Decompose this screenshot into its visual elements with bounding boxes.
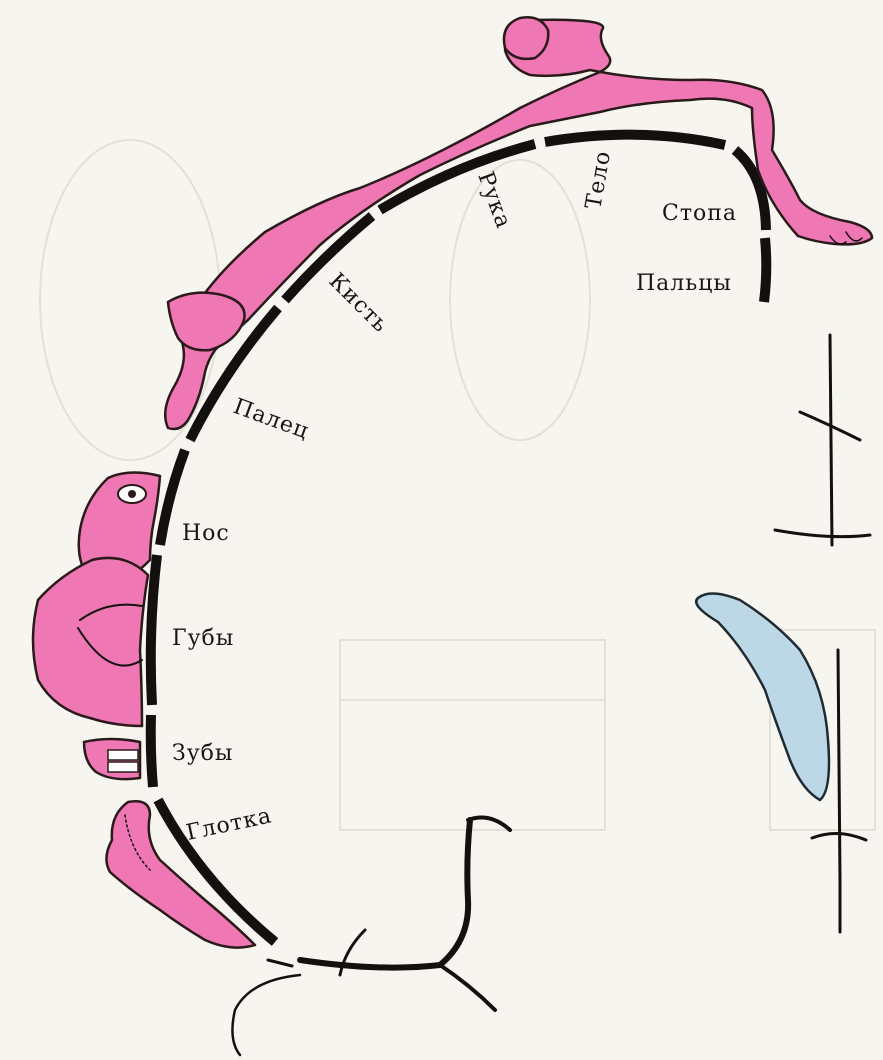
arc-segment-guby [151,555,157,705]
label-paltsy: Пальцы [636,271,732,296]
label-telo: Тело [581,149,616,211]
midline-upper [830,335,832,545]
lateral-ventricle [696,593,829,800]
label-kist: Кисть [324,269,393,338]
hand [168,293,245,351]
label-stopa: Стопа [662,201,737,226]
tract-arrow [268,960,292,966]
right-neuron [775,335,870,932]
homunculus-face [33,472,160,726]
label-palets: Палец [230,394,312,444]
label-nos: Нос [182,521,230,546]
head [504,17,548,59]
lower-teeth [108,762,138,772]
background-ghost-lines [40,140,875,830]
tract-branch-up [468,818,510,830]
tract-tail [232,975,300,1055]
arc-segment-paltsy [764,238,766,302]
teeth [84,739,140,779]
lips [33,558,148,726]
midline-cross-lower [775,530,870,537]
label-zuby: Зубы [172,741,233,766]
tract-main [300,820,470,968]
label-guby: Губы [172,626,234,651]
label-ruka: Рука [472,169,516,233]
pupil [128,490,136,498]
label-glotka: Глотка [184,803,274,846]
arc-segment-zuby [151,715,153,787]
midline-lower [838,650,840,880]
upper-teeth [108,750,138,760]
tract-branch-right [440,965,495,1010]
arc-segment-telo [545,135,725,145]
